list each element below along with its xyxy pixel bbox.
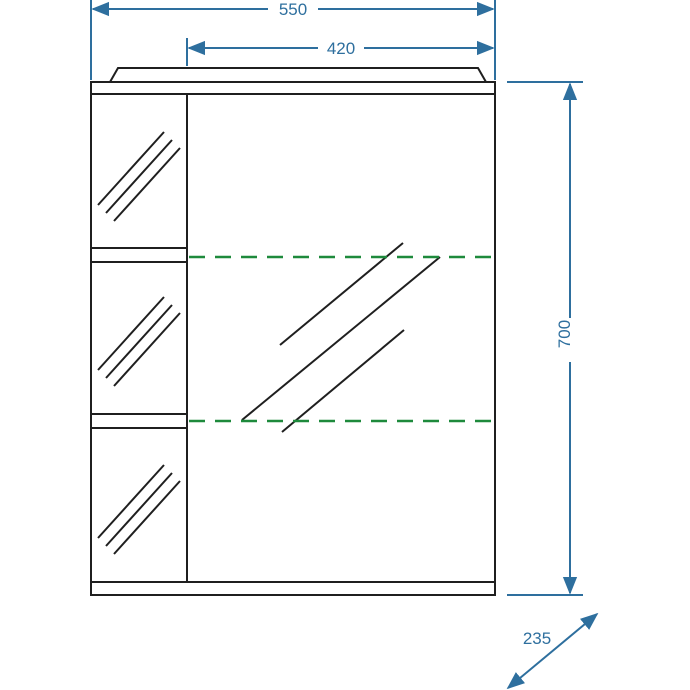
cabinet [90, 67, 496, 596]
hidden-shelves [189, 255, 495, 423]
left-door-top-mark [113, 147, 181, 222]
depth-235-arrow [506, 612, 599, 690]
dimension-label-height: 700 [555, 320, 574, 348]
left-shelf-upper [90, 247, 188, 263]
bottom-panel [90, 581, 496, 596]
dimension-label-depth: 235 [523, 629, 551, 648]
left-door-middle-mark [97, 296, 165, 371]
mirror-mark [281, 329, 405, 433]
left-door-top-mark [97, 131, 165, 206]
mirror-mark [279, 242, 404, 346]
dimension-label-total-width: 550 [279, 0, 307, 19]
left-door-bottom-mark [105, 472, 173, 547]
dimension-lines [90, 0, 599, 690]
mirror-mark [241, 256, 441, 421]
dimension-label-mirror-width: 420 [327, 39, 355, 58]
left-door-middle-mark [113, 312, 181, 387]
left-shelf-lower [90, 413, 188, 429]
cabinet-body [90, 93, 496, 583]
left-door-middle-mark [105, 304, 173, 379]
dimension-labels: 550 420 700 235 [279, 0, 574, 648]
left-door-bottom-mark [113, 480, 181, 555]
glass-marks [97, 131, 441, 555]
left-door-top-mark [105, 139, 173, 214]
top-crown [109, 67, 487, 83]
left-door-bottom-mark [97, 464, 165, 539]
top-panel [90, 81, 496, 95]
